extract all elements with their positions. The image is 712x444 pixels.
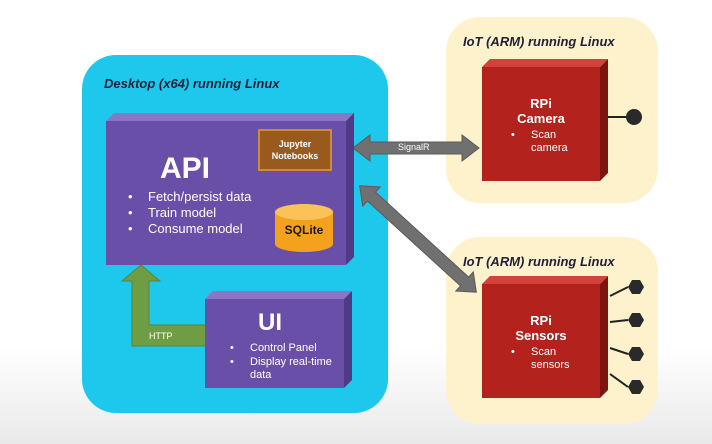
- camera-lens-node: [626, 109, 642, 125]
- ui-bullet-item: Control Panel: [228, 340, 348, 356]
- sqlite-database-icon: [275, 204, 333, 252]
- rpi-sensors-bullet-item: Scan sensors: [509, 346, 570, 372]
- rpi-sensors-block: [482, 276, 608, 398]
- signalr-top-label: SignalR: [398, 142, 430, 152]
- api-bullet-item: Consume model: [126, 221, 251, 237]
- rpi-sensors-title-line2: Sensors: [515, 328, 567, 343]
- rpi-sensors-title: RPi Sensors: [482, 313, 600, 343]
- rpi-camera-title-line2: Camera: [517, 111, 565, 126]
- http-label: HTTP: [149, 331, 173, 341]
- sensor-node-1: [628, 280, 644, 294]
- ui-bullets: Control Panel Display real-time data: [228, 340, 348, 382]
- rpi-sensors-title-line1: RPi: [530, 313, 552, 328]
- desktop-zone-title: Desktop (x64) running Linux: [104, 76, 280, 91]
- sqlite-label: SQLite: [284, 223, 324, 237]
- iot-sensors-zone-title: IoT (ARM) running Linux: [463, 254, 615, 269]
- api-title: API: [160, 152, 211, 185]
- rpi-camera-bullets: Scan camera: [509, 129, 569, 155]
- api-bullets: Fetch/persist data Train model Consume m…: [126, 189, 251, 237]
- iot-camera-zone-title: IoT (ARM) running Linux: [463, 34, 615, 49]
- http-arrow: [120, 264, 207, 347]
- rpi-camera-bullet-item: Scan camera: [509, 129, 569, 155]
- sensor-node-4: [628, 380, 644, 394]
- rpi-camera-title: RPi Camera: [482, 96, 600, 126]
- signalr-arrow-diagonal: [359, 185, 477, 293]
- rpi-camera-block: [482, 59, 608, 181]
- sensor-node-3: [628, 347, 644, 361]
- rpi-sensors-bullets: Scan sensors: [509, 346, 570, 372]
- sensor-node-2: [628, 313, 644, 327]
- ui-bullet-item: Display real-time data: [228, 356, 348, 382]
- jupyter-notebooks-box: Jupyter Notebooks: [258, 129, 332, 171]
- api-bullet-item: Fetch/persist data: [126, 189, 251, 205]
- signalr-arrow-top: [352, 133, 480, 163]
- rpi-camera-title-line1: RPi: [530, 96, 552, 111]
- jupyter-label: Jupyter Notebooks: [271, 139, 319, 161]
- api-bullet-item: Train model: [126, 205, 251, 221]
- ui-title: UI: [258, 309, 282, 336]
